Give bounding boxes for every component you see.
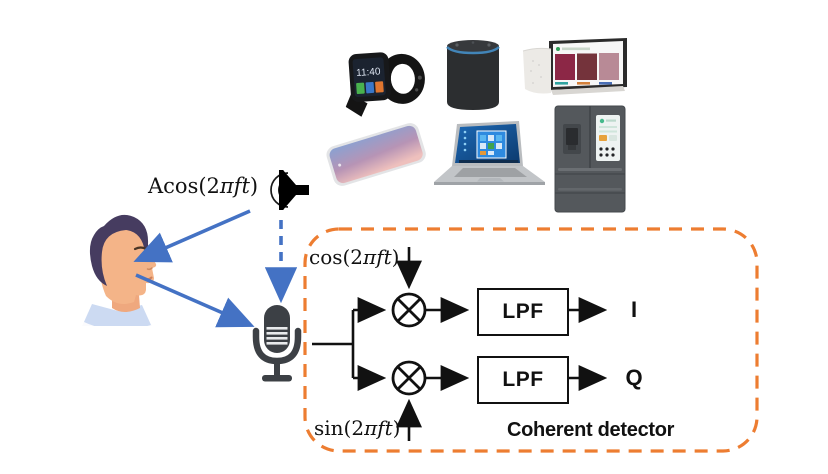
smartwatch-icon: 11:40	[345, 52, 425, 117]
cos-reference-label: cos(2πft)	[309, 245, 400, 269]
microphone-icon	[252, 305, 302, 382]
smart-display-icon	[522, 38, 627, 95]
smartphone-icon	[326, 123, 426, 186]
output-i-label: I	[630, 297, 638, 322]
mixer-bottom-icon	[391, 360, 427, 396]
smart-refrigerator-icon	[554, 105, 626, 213]
mixer-top-icon	[391, 292, 427, 328]
lpf-block-bottom: LPF	[477, 356, 569, 404]
sin-reference-label: sin(2πft)	[314, 416, 401, 440]
detector-title: Coherent detector	[507, 419, 675, 441]
loudspeaker-icon	[270, 170, 309, 210]
person-to-mic-arrow	[135, 273, 255, 328]
smartwatch-time: 11:40	[356, 66, 381, 79]
laptop-icon	[434, 121, 545, 185]
output-q-label: Q	[625, 365, 643, 390]
speaker-to-person-arrow	[133, 209, 251, 263]
detector-boundary	[303, 227, 759, 453]
smart-speaker-icon	[446, 40, 500, 110]
transmit-signal-label: Acos(2πft)	[148, 174, 259, 198]
lpf-block-top: LPF	[477, 288, 569, 336]
